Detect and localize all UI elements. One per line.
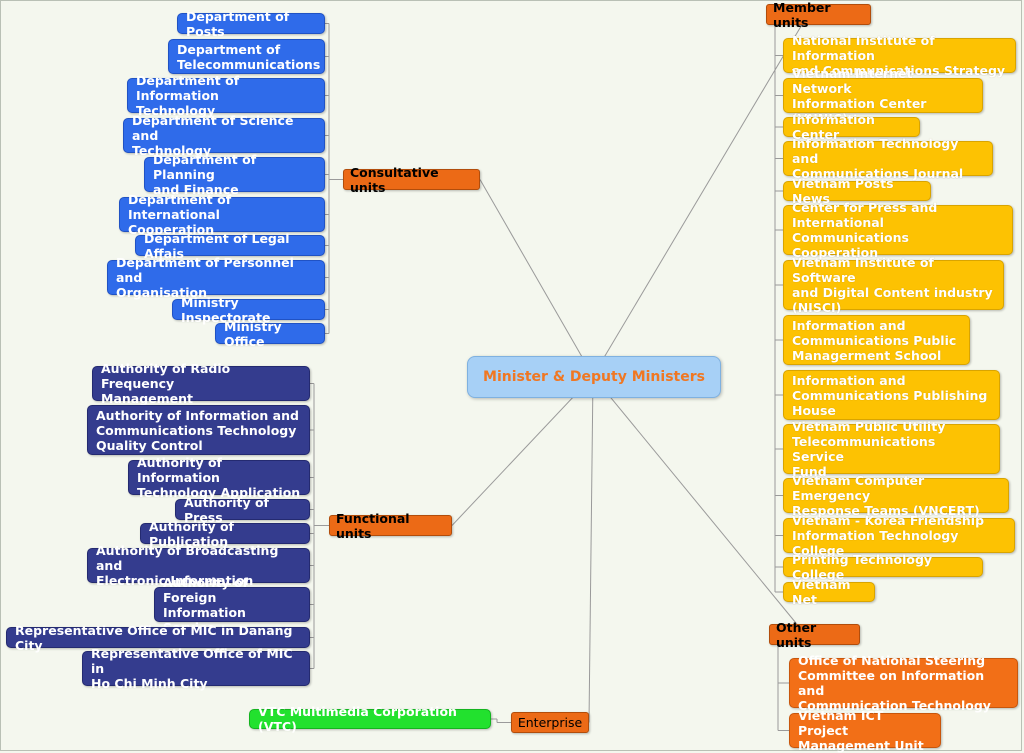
consultative-unit-10-label: Ministry Office — [224, 318, 282, 349]
consultative-unit-3-label: Department of Information Technology — [136, 73, 240, 118]
functional-unit-3: Authority of Information Technology Appl… — [128, 455, 310, 500]
member-unit-4: Information Technology and Communication… — [783, 136, 993, 181]
branch-other-units-label: Other units — [776, 619, 817, 650]
consultative-unit-5: Department of Planning and Finance — [144, 152, 325, 197]
functional-unit-1: Authority of Radio Frequency Management — [92, 361, 310, 406]
consultative-unit-1: Department of Posts — [177, 9, 325, 39]
functional-unit-9: Representative Office of MIC in Ho Chi M… — [82, 646, 310, 691]
consultative-main-link — [479, 179, 594, 377]
member-unit-3-label: Information Center — [792, 112, 875, 142]
branch-member-units-label: Member units — [773, 0, 831, 30]
branch-enterprise-label: Enterprise — [517, 715, 583, 730]
consultative-unit-2-label: Department of Telecommunications — [177, 41, 321, 72]
member-unit-12-label: Vietnam - Korea Friendship Information T… — [792, 513, 985, 558]
consultative-unit-3: Department of Information Technology — [127, 73, 325, 118]
member-unit-5: Vietnam Posts News — [783, 176, 931, 206]
functional-unit-2-label: Authority of Information and Communicati… — [96, 407, 299, 453]
central-node-label: Minister & Deputy Ministers — [483, 369, 705, 385]
functional-unit-3-label: Authority of Information Technology Appl… — [137, 455, 301, 500]
consultative-unit-8-label: Department of Personnel and Organisation — [116, 255, 294, 300]
functional-unit-1-label: Authority of Radio Frequency Management — [101, 361, 231, 406]
functional-unit-8: Representative Office of MIC in Danang C… — [6, 623, 310, 653]
member-unit-11: Vietnam Computer Emergency Response Team… — [783, 473, 1009, 518]
enterprise-unit-1-label: VTC Multimedia Corporation (VTC) — [258, 704, 457, 734]
member-unit-5-label: Vietnam Posts News — [792, 176, 894, 206]
consultative-unit-4: Department of Science and Technology — [123, 113, 325, 158]
member-main-link — [592, 14, 809, 377]
functional-unit-4-label: Authority of Press — [184, 494, 269, 525]
functional-unit-7-label: Authority of Foreign Information Service — [163, 574, 248, 635]
member-unit-10-label: Vietnam Public Utility Telecommunication… — [792, 419, 946, 479]
member-unit-13-label: Printing Technology College — [792, 552, 933, 582]
functional-unit-2: Authority of Information and Communicati… — [87, 405, 310, 455]
consultative-unit-7-label: Department of Legal Affais — [144, 230, 290, 261]
member-unit-2: Vietnam Internet Network Information Cen… — [783, 66, 983, 126]
member-unit-6: Center for Press and International Commu… — [783, 200, 1013, 260]
functional-unit-9-label: Representative Office of MIC in Ho Chi M… — [91, 646, 293, 691]
branch-consultative-units-label: Consultative units — [350, 164, 439, 195]
functional-unit-6: Authority of Broadcasting and Electronic… — [87, 543, 310, 588]
branch-functional-units-label: Functional units — [336, 510, 410, 541]
member-unit-8-label: Information and Communications Public Ma… — [792, 317, 957, 363]
member-unit-8: Information and Communications Public Ma… — [783, 315, 970, 365]
functional-unit-5-label: Authority of Publication — [149, 518, 234, 549]
consultative-unit-7: Department of Legal Affais — [135, 231, 325, 261]
consultative-unit-6: Department of International Cooperation — [119, 192, 325, 237]
functional-main-link — [451, 375, 594, 526]
member-unit-1-label: National Institute of Information and Co… — [792, 33, 1006, 78]
member-unit-13: Printing Technology College — [783, 552, 983, 582]
functional-unit-6-label: Authority of Broadcasting and Electronic… — [96, 543, 279, 588]
functional-unit-4: Authority of Press — [175, 495, 310, 525]
member-unit-6-label: Center for Press and International Commu… — [792, 200, 938, 260]
functional-unit-8-label: Representative Office of MIC in Danang C… — [15, 622, 293, 653]
branch-other-units: Other units — [769, 620, 860, 650]
member-unit-7: Vietnam Institute of Software and Digita… — [783, 255, 1004, 315]
other-unit-1: Office of National Steering Committee on… — [789, 653, 1018, 713]
member-unit-14-label: Vietnam Net — [792, 577, 851, 607]
consultative-unit-10: Ministry Office — [215, 319, 325, 349]
functional-unit-5: Authority of Publication — [140, 519, 310, 549]
member-unit-10: Vietnam Public Utility Telecommunication… — [783, 419, 1000, 479]
member-unit-11-label: Vietnam Computer Emergency Response Team… — [792, 473, 980, 518]
enterprise-unit-1: VTC Multimedia Corporation (VTC) — [249, 704, 491, 734]
other-unit-1-label: Office of National Steering Committee on… — [798, 653, 991, 713]
member-unit-12: Vietnam - Korea Friendship Information T… — [783, 513, 1015, 558]
consultative-unit-9: Ministry Inspectorate — [172, 295, 325, 325]
functional-unit-7: Authority of Foreign Information Service — [154, 575, 310, 635]
consultative-unit-1-label: Department of Posts — [186, 8, 290, 39]
member-unit-4-label: Information Technology and Communication… — [792, 136, 964, 181]
consultative-unit-4-label: Department of Science and Technology — [132, 113, 294, 158]
consultative-unit-9-label: Ministry Inspectorate — [181, 294, 271, 325]
consultative-unit-2: Department of Telecommunications — [168, 39, 325, 74]
other-main-link — [592, 375, 806, 635]
consultative-unit-8: Department of Personnel and Organisation — [107, 255, 325, 300]
branch-functional-units: Functional units — [329, 511, 452, 541]
enterprise-main-link — [588, 375, 594, 723]
member-unit-9: Information and Communications Publishin… — [783, 370, 1000, 420]
member-unit-7-label: Vietnam Institute of Software and Digita… — [792, 255, 993, 315]
branch-consultative-units: Consultative units — [343, 165, 480, 195]
branch-enterprise: Enterprise — [511, 712, 589, 733]
consultative-unit-6-label: Department of International Cooperation — [128, 192, 232, 237]
member-unit-1: National Institute of Information and Co… — [783, 33, 1016, 78]
member-unit-3: Information Center — [783, 112, 920, 142]
other-unit-2: Vietnam ICT Project Management Unit — [789, 708, 941, 753]
other-unit-2-label: Vietnam ICT Project Management Unit — [798, 708, 924, 753]
member-unit-9-label: Information and Communications Publishin… — [792, 372, 988, 418]
member-unit-14: Vietnam Net — [783, 577, 875, 607]
central-node: Minister & Deputy Ministers — [467, 356, 721, 398]
branch-member-units: Member units — [766, 0, 871, 30]
consultative-unit-5-label: Department of Planning and Finance — [153, 152, 257, 197]
